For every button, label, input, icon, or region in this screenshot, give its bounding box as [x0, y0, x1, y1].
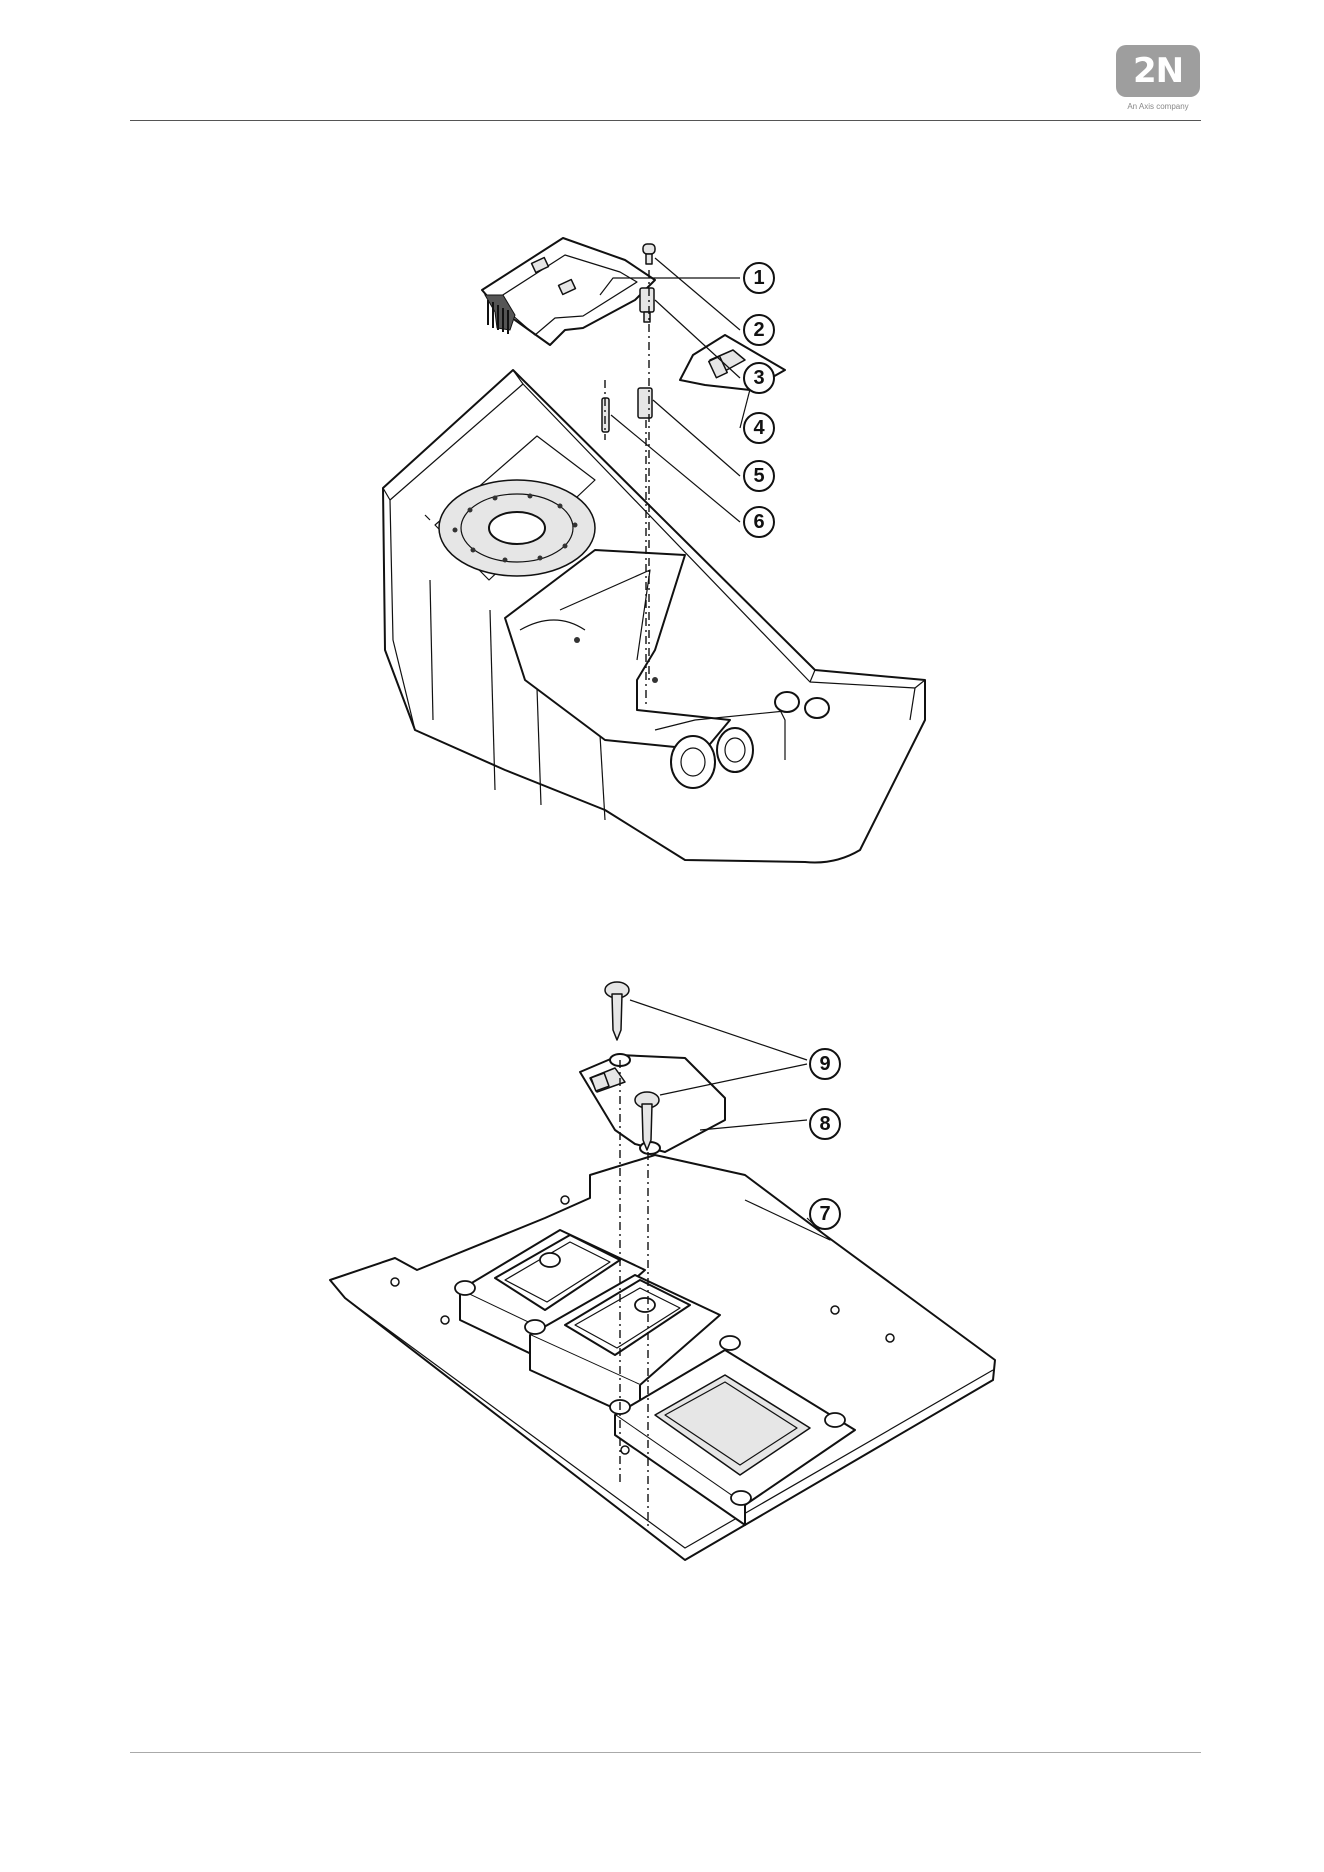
- callout-3: 3: [743, 362, 775, 394]
- callout-7: 7: [809, 1198, 841, 1230]
- spacer-3: [640, 288, 654, 322]
- assembly-figure-plate: 9 8 7: [325, 960, 995, 1570]
- plate-drawing: [325, 960, 995, 1570]
- brand-logo: 2N: [1116, 45, 1200, 97]
- cable-gland-2: [717, 728, 753, 772]
- callout-4: 4: [743, 412, 775, 444]
- spacer-5: [638, 388, 652, 418]
- assembly-figure-housing: 1 2 3 4 5 6: [355, 250, 925, 870]
- callout-2: 2: [743, 314, 775, 346]
- module-board: [482, 238, 655, 345]
- screw-9a: [605, 982, 629, 1040]
- footer-divider: [130, 1752, 1201, 1753]
- callout-1: 1: [743, 262, 775, 294]
- callout-5: 5: [743, 460, 775, 492]
- logo-subtitle: An Axis company: [1112, 102, 1204, 111]
- callout-6: 6: [743, 506, 775, 538]
- callout-8: 8: [809, 1108, 841, 1140]
- callout-9: 9: [809, 1048, 841, 1080]
- logo-text: 2N: [1133, 51, 1183, 91]
- cable-gland-1: [671, 736, 715, 788]
- screw-2: [643, 244, 655, 264]
- housing-drawing: [355, 250, 925, 870]
- header-divider: [130, 120, 1201, 121]
